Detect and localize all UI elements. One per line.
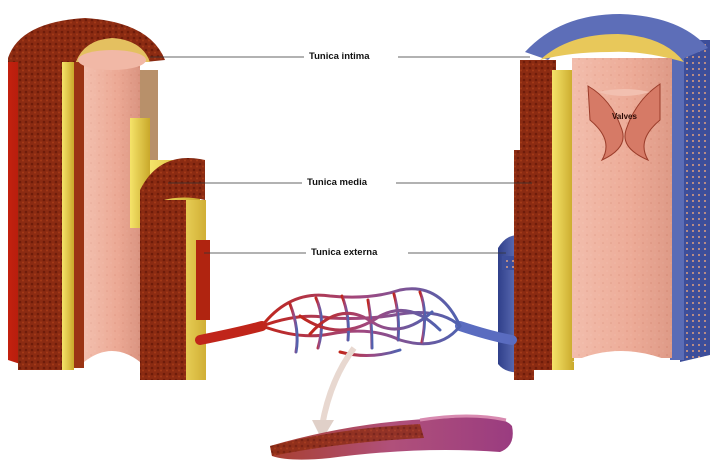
vein-outer-wall <box>680 40 710 362</box>
vein-illustration <box>498 14 710 380</box>
artery-elastic-layer <box>62 58 74 370</box>
leader-lines <box>150 57 532 253</box>
valves-label: Valves <box>612 112 637 121</box>
tunica-intima-label: Tunica intima <box>306 51 373 63</box>
capillary-bed <box>200 289 512 356</box>
capillary-detail <box>270 348 513 460</box>
tunica-media-label: Tunica media <box>304 177 370 189</box>
artery-tunica-externa <box>18 58 64 370</box>
artery-cut-section <box>140 190 188 380</box>
artery-tunica-media <box>74 62 84 368</box>
artery-illustration <box>8 18 210 380</box>
arteriole <box>200 326 262 340</box>
tunica-externa-label: Tunica externa <box>308 247 380 259</box>
vein-elastic-layer <box>552 70 574 370</box>
zoom-arrow <box>322 348 354 426</box>
